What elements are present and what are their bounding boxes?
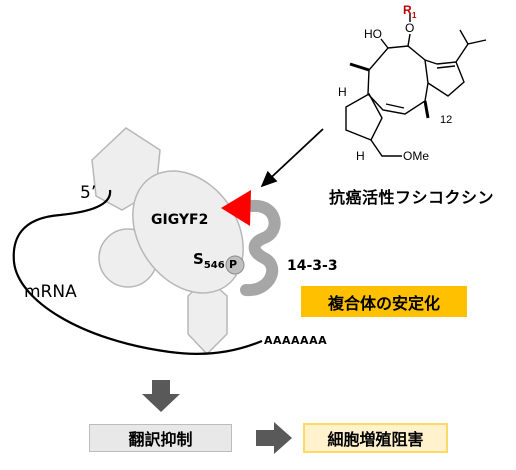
o-label: O — [405, 21, 414, 35]
growth-inhibition-text: 細胞増殖阻害 — [327, 430, 424, 449]
compound-name: 抗癌活性フシコクシン — [329, 188, 495, 207]
protein-14-3-3-shape — [240, 200, 281, 297]
poly-a-label: AAAAAAA — [264, 334, 328, 347]
ho-label: HO — [364, 27, 382, 41]
fusicoccin-triangle — [221, 190, 251, 226]
phospho-letter: P — [229, 258, 238, 271]
right-arrow — [256, 422, 292, 454]
serine-position: 546 — [203, 260, 225, 271]
five-prime-label: 5’ — [80, 183, 97, 203]
mrna-strand — [12, 189, 263, 355]
mrna-label: mRNA — [24, 282, 77, 302]
growth-inhibition-box: 細胞増殖阻害 — [303, 423, 448, 453]
substituent-r: R — [403, 3, 412, 17]
serine-letter: S — [193, 250, 204, 268]
translation-repression-box: 翻訳抑制 — [89, 424, 232, 452]
translation-repression-text: 翻訳抑制 — [128, 430, 193, 449]
protein-14-3-3-label: 14-3-3 — [287, 258, 338, 274]
serine-546-label: S546 — [193, 250, 225, 271]
c12-label: 12 — [440, 114, 452, 126]
down-arrow — [142, 380, 180, 412]
complex-stabilization-box: 複合体の安定化 — [301, 286, 467, 317]
binding-arrow — [260, 128, 324, 188]
fusicoccin-structure — [345, 14, 487, 157]
h-upper-label: H — [338, 85, 347, 99]
phospho-marker — [225, 255, 245, 275]
gigyf2-label: GIGYF2 — [151, 212, 209, 228]
h-lower-label: H — [356, 149, 365, 163]
substituent-sub: 1 — [412, 11, 417, 20]
ome-label: OMe — [403, 149, 429, 163]
complex-stabilization-text: 複合体の安定化 — [327, 293, 440, 313]
